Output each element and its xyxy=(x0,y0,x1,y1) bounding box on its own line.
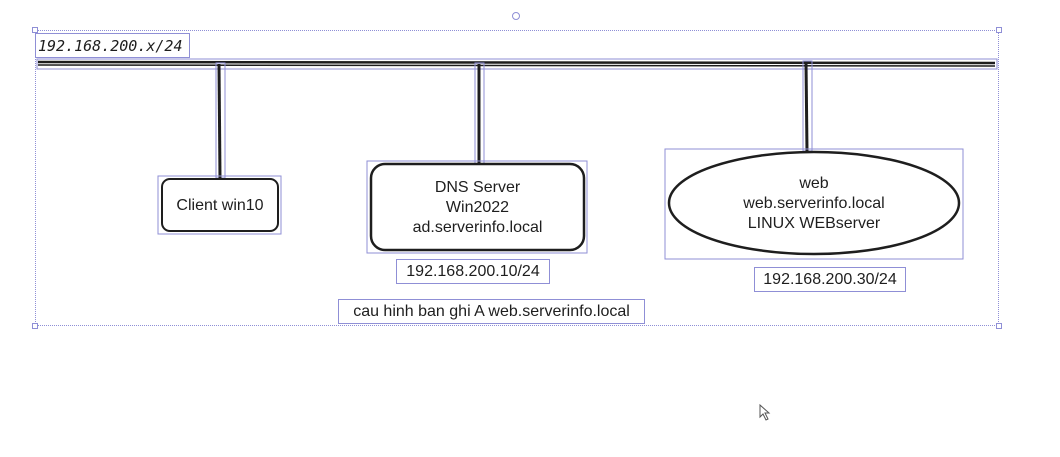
client-node-shape[interactable] xyxy=(157,175,282,235)
dns-record-note[interactable]: cau hinh ban ghi A web.serverinfo.local xyxy=(338,299,645,324)
resize-handle-bottom-right[interactable] xyxy=(996,323,1002,329)
resize-handle-bottom-left[interactable] xyxy=(32,323,38,329)
web-label-line1: web xyxy=(799,175,829,192)
dns-label-line1: DNS Server xyxy=(434,179,521,196)
connector-web[interactable] xyxy=(802,60,813,152)
connector-dns[interactable] xyxy=(474,62,485,165)
resize-handle-top-right[interactable] xyxy=(996,27,1002,33)
dns-ip-label[interactable]: 192.168.200.10/24 xyxy=(396,259,550,284)
group-selection-frame[interactable] xyxy=(35,30,999,326)
web-label-line3: LINUX WEBserver xyxy=(747,215,881,232)
network-bus-line[interactable] xyxy=(36,58,998,70)
network-label: 192.168.200.x/24 xyxy=(38,37,183,55)
mouse-cursor-icon xyxy=(759,403,771,421)
dns-label-line3: ad.serverinfo.local xyxy=(412,219,543,236)
web-node-shape[interactable] xyxy=(664,148,964,260)
web-label-line2: web.serverinfo.local xyxy=(743,195,885,212)
connector-client[interactable] xyxy=(215,62,226,179)
client-label: Client win10 xyxy=(176,197,264,214)
web-ip-label[interactable]: 192.168.200.30/24 xyxy=(754,267,906,292)
dns-label-line2: Win2022 xyxy=(445,199,510,216)
resize-handle-top-left[interactable] xyxy=(32,27,38,33)
dns-node-shape[interactable] xyxy=(366,160,588,254)
rotation-handle[interactable] xyxy=(512,12,520,20)
network-label-box[interactable] xyxy=(35,33,190,58)
